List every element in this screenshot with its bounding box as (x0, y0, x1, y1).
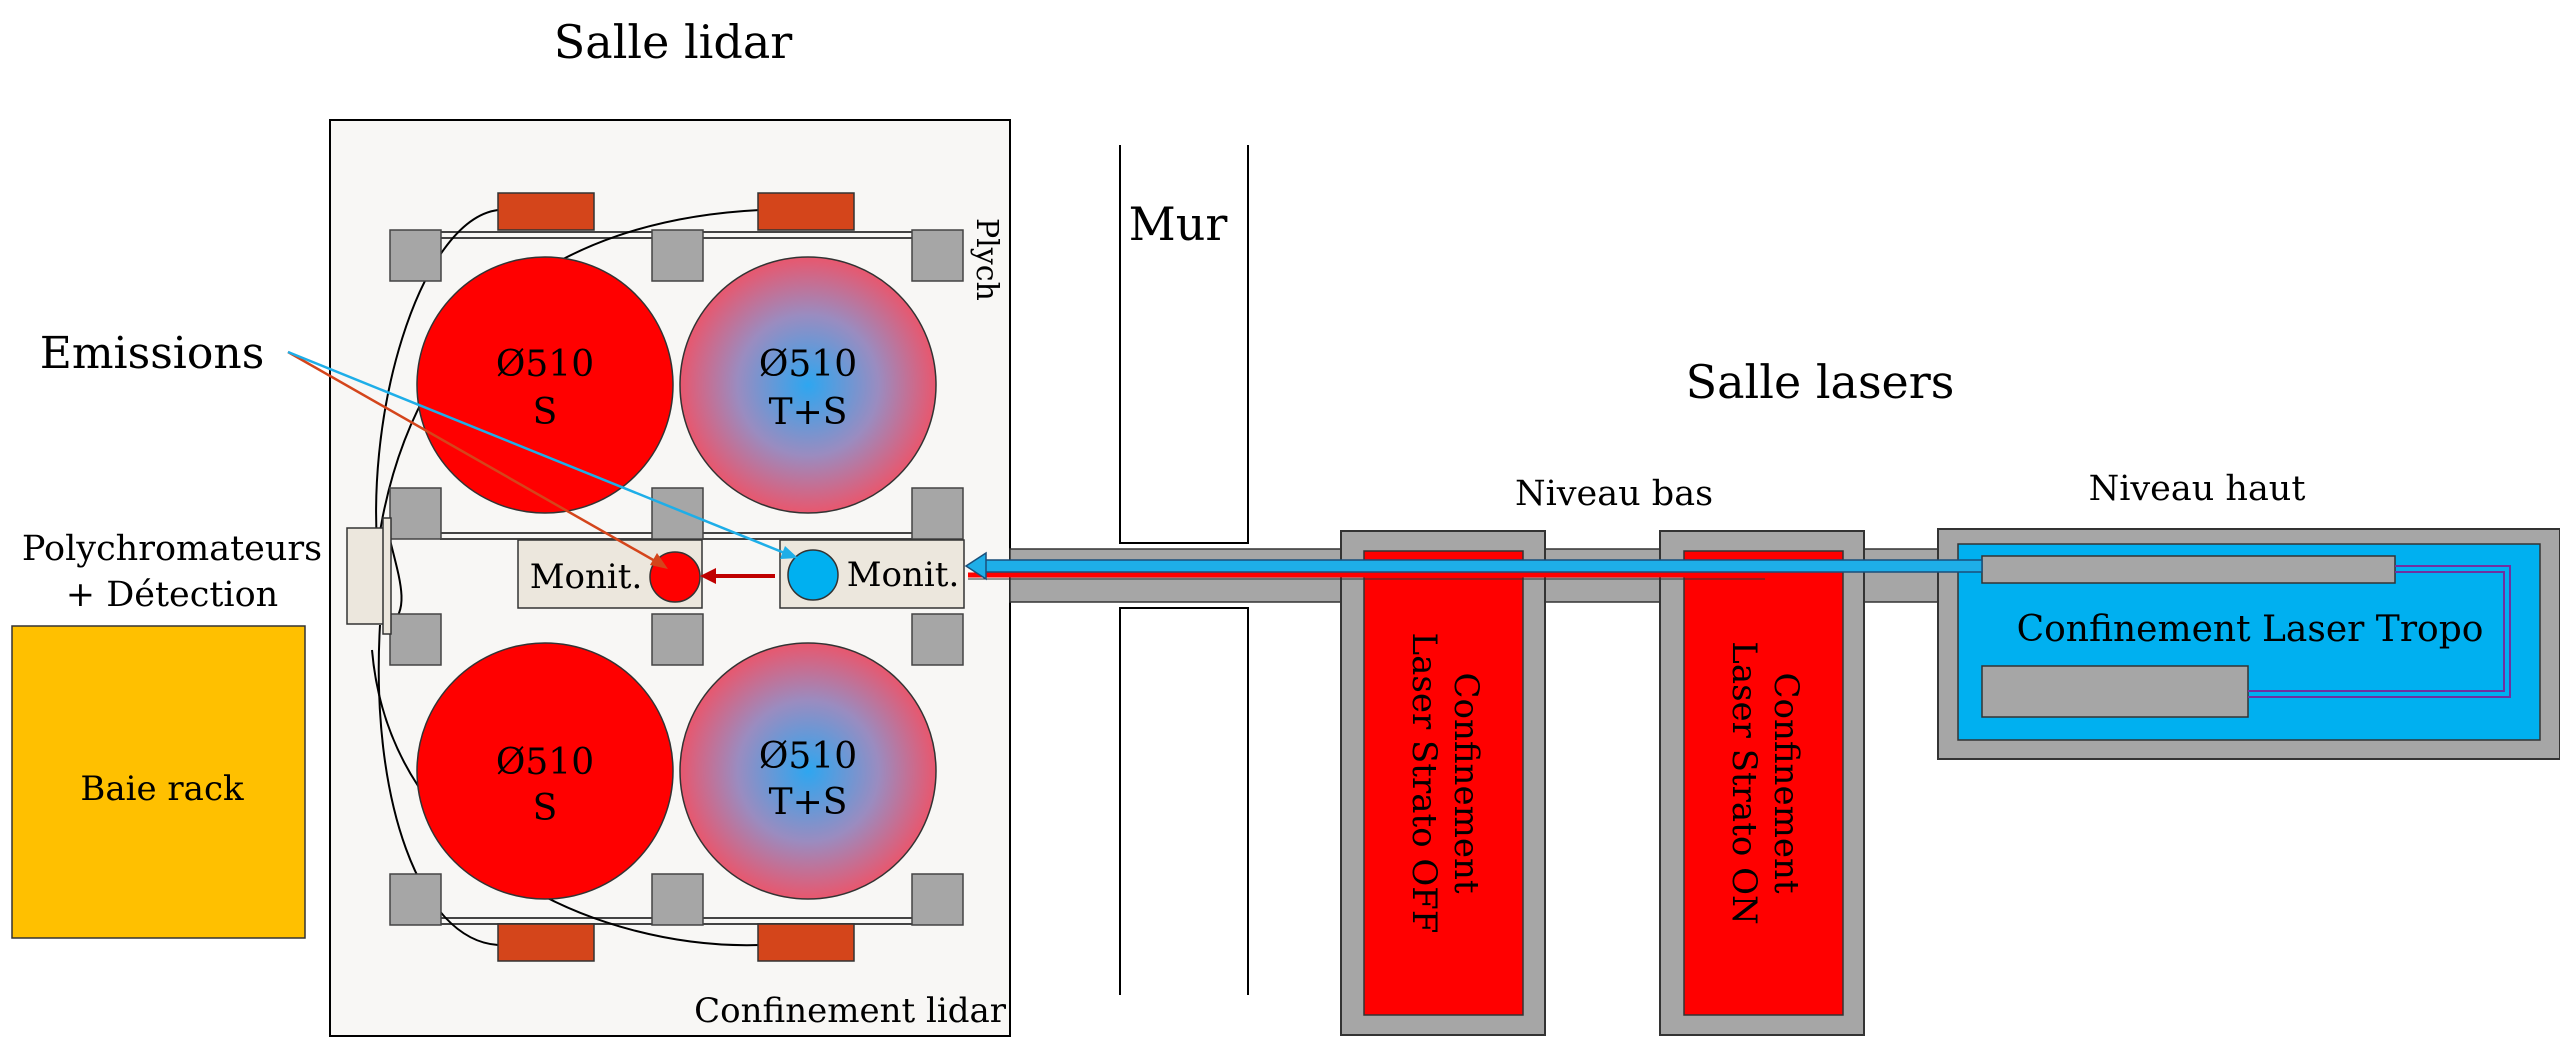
emission-arrow-red (287, 350, 663, 567)
monitor-right-label: Monit. (847, 555, 960, 595)
baie-rack-box (11, 625, 306, 939)
strato-off-label-1: Confinement (1446, 673, 1486, 894)
niveau-bas-label: Niveau bas (1515, 474, 1713, 514)
emission-arrow-blue-head (780, 546, 798, 559)
polychromateurs-label: Polychromateurs (22, 529, 322, 569)
strato-on-laser (1683, 550, 1844, 1016)
tropo-laser-head (1981, 665, 2249, 718)
tropo-purple-path (2248, 565, 2511, 698)
strato-on-label-2: Laser Strato ON (1724, 641, 1764, 925)
salle-lasers-title: Salle lasers (1686, 355, 1955, 409)
motor-block-top-right (757, 192, 855, 231)
telescope-bottom-right (679, 642, 937, 900)
blue-laser-beam-head (964, 551, 987, 581)
telescope-top-left-size: Ø510 (496, 344, 594, 385)
telescope-bottom-right-size: Ø510 (759, 736, 857, 777)
polychromator-connector (346, 527, 386, 625)
telescope-top-right-type: T+S (769, 392, 848, 433)
strato-on-label-1: Confinement (1766, 673, 1806, 894)
tropo-label: Confinement Laser Tropo (2017, 609, 2484, 650)
telescope-bottom-left-size: Ø510 (496, 742, 594, 783)
polychromator-connector-plate (382, 517, 392, 635)
blue-laser-beam (983, 559, 1983, 573)
telescope-bottom-right-type: T+S (769, 782, 848, 823)
confinement-lidar-label: Confinement lidar (694, 991, 1007, 1031)
mur-label: Mur (1129, 197, 1228, 251)
wall (1119, 145, 1249, 995)
telescope-bottom-left (416, 642, 674, 900)
baie-rack-label: Baie rack (80, 769, 244, 809)
strato-off-label-2: Laser Strato OFF (1404, 633, 1444, 934)
motor-block-top-left (497, 192, 595, 231)
telescope-bottom-left-type: S (533, 788, 558, 829)
emissions-label: Emissions (40, 328, 265, 379)
emission-arrow-red-head (650, 553, 668, 569)
plych-label: Plych (969, 218, 1004, 301)
telescope-top-left-type: S (533, 392, 558, 433)
tropo-beam-optic (1981, 555, 2396, 584)
motor-block-bottom-left (497, 923, 595, 962)
motor-block-bottom-right (757, 923, 855, 962)
niveau-haut-label: Niveau haut (2089, 469, 2306, 509)
strato-off-laser (1363, 550, 1524, 1016)
mount-pads (389, 229, 964, 926)
monitor-left-label: Monit. (530, 557, 643, 597)
telescope-top-left (416, 256, 674, 514)
emission-arrow-blue (287, 350, 793, 558)
detection-label: + Détection (66, 575, 278, 615)
telescope-top-right (679, 256, 937, 514)
red-monitor-arrow-head (700, 568, 716, 584)
telescope-top-right-size: Ø510 (759, 344, 857, 385)
monitor-blue-dot (787, 549, 839, 601)
salle-lidar-title: Salle lidar (554, 15, 793, 69)
